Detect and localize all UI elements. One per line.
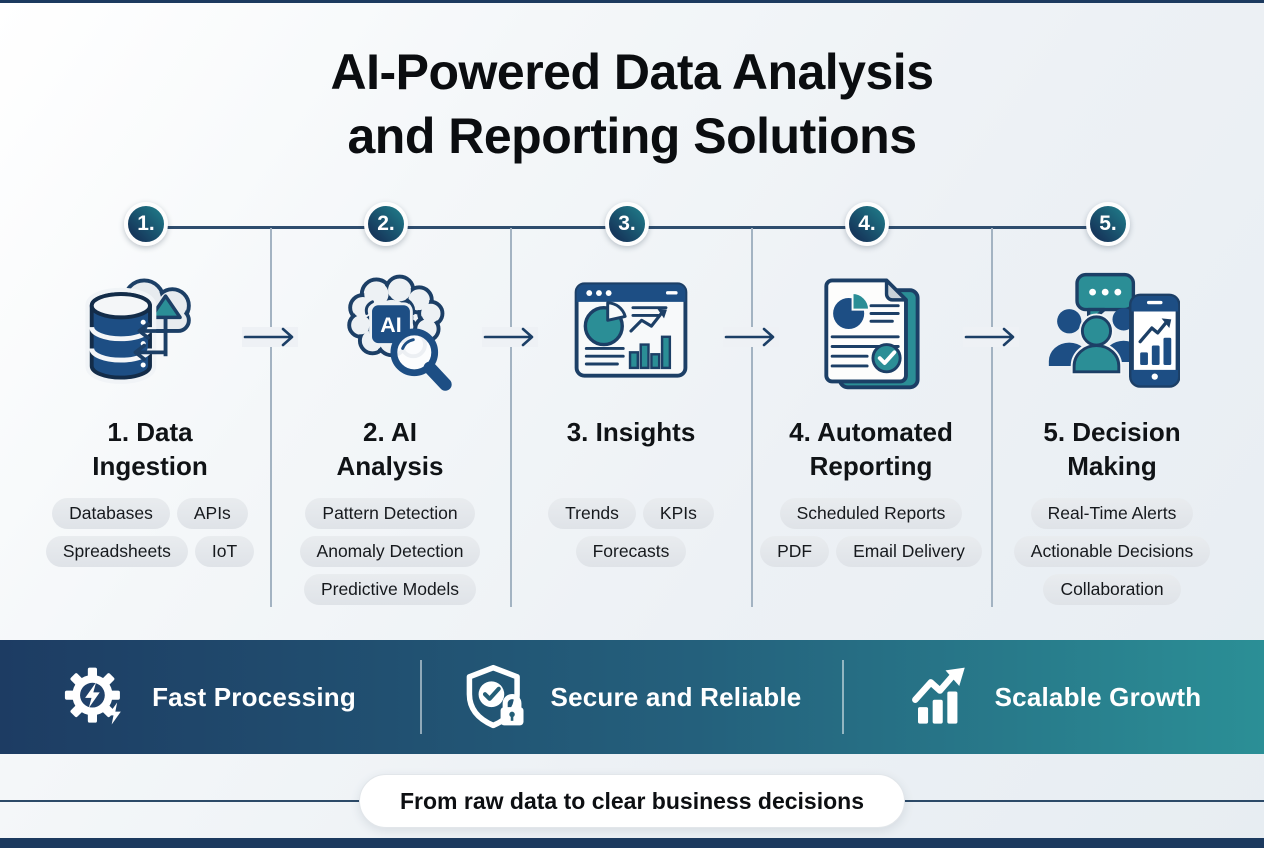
step-badge-4: 4. [845,202,889,246]
feature-secure-reliable: Secure and Reliable [422,664,842,730]
feature-banner: Fast Processing Secure and Reliable [0,640,1264,754]
tag-pill: Databases [52,498,170,529]
team-mobile-chart-icon [1044,262,1181,398]
page-title-line1: AI-Powered Data Analysis [330,44,934,100]
step-heading-2-line1: 2. AI [363,417,417,447]
column-divider [510,228,512,607]
step-badge-5-number: 5. [1099,212,1117,235]
flow-arrow-icon [482,327,538,347]
tag-pill: Real-Time Alerts [1030,498,1194,529]
step-tags-1: Databases APIs Spreadsheets IoT [30,498,270,567]
banner-divider [842,660,844,734]
tag-pill: Email Delivery [836,536,982,567]
flow-arrow-icon [242,327,298,347]
tag-pill: Trends [548,498,636,529]
step-tags-5: Real-Time Alerts Actionable Decisions Co… [992,498,1232,605]
step-tags-3: Trends KPIs Forecasts [511,498,751,567]
bottom-edge-strip [0,838,1264,848]
feature-label: Fast Processing [152,681,356,712]
tag-pill: Actionable Decisions [1013,536,1211,567]
column-divider [991,228,993,607]
step-badge-2: 2. [364,202,408,246]
tag-pill: Spreadsheets [45,536,188,567]
tagline-pill: From raw data to clear business decision… [359,774,905,828]
tag-pill: Anomaly Detection [299,536,481,567]
tagline-text: From raw data to clear business decision… [400,787,864,814]
gear-lightning-icon [64,667,121,725]
step-tags-2: Pattern Detection Anomaly Detection Pred… [270,498,510,605]
feature-scalable-growth: Scalable Growth [844,664,1264,730]
growth-bars-arrow-icon [911,667,965,724]
step-badge-1-number: 1. [137,212,155,235]
step-badge-2-number: 2. [377,212,395,235]
step-tags-4: Scheduled Reports PDF Email Delivery [751,498,991,567]
feature-label: Scalable Growth [994,681,1202,712]
step-badge-4-number: 4. [858,212,876,235]
step-heading-5-line1: 5. Decision [1043,417,1181,447]
step-heading-2: 2. AI Analysis [270,415,510,483]
tag-pill: Collaboration [1043,574,1181,605]
step-heading-5: 5. Decision Making [992,415,1232,483]
step-badge-3: 3. [605,202,649,246]
step-heading-1: 1. Data Ingestion [30,415,270,483]
step-heading-4: 4. Automated Reporting [751,415,991,483]
tag-pill: KPIs [642,498,714,529]
step-heading-4-line1: 4. Automated [789,417,953,447]
step-heading-1-line2: Ingestion [92,451,208,481]
tag-pill: PDF [760,536,830,567]
step-heading-1-line1: 1. Data [107,417,193,447]
ai-chip-label: AI [380,313,401,337]
banner-divider [420,660,422,734]
ai-brain-magnifier-icon: AI [322,262,458,398]
step-badge-1: 1. [124,202,168,246]
step-heading-2-line2: Analysis [336,451,444,481]
feature-fast-processing: Fast Processing [0,664,420,730]
database-cloud-icon [82,262,218,398]
step-badge-5: 5. [1086,202,1130,246]
report-document-icon [803,262,939,398]
tag-pill: APIs [176,498,248,529]
page-title-line2: and Reporting Solutions [347,108,917,164]
shield-check-lock-icon [466,664,524,729]
tag-pill: Pattern Detection [305,498,475,529]
page-title: AI-Powered Data Analysis and Reporting S… [0,40,1264,168]
flow-arrow-icon [723,327,779,347]
tag-pill: Predictive Models [303,574,477,605]
column-divider [751,228,753,607]
analytics-dashboard-icon [563,262,699,398]
step-heading-4-line2: Reporting [809,451,933,481]
tag-pill: Forecasts [575,536,687,567]
tag-pill: Scheduled Reports [779,498,963,529]
column-divider [270,228,272,607]
top-edge-strip [0,0,1264,3]
step-heading-3-line1: 3. Insights [566,417,696,447]
tag-pill: IoT [194,536,255,567]
step-heading-5-line2: Making [1067,451,1157,481]
step-heading-3: 3. Insights [511,415,751,449]
feature-label: Secure and Reliable [550,681,802,712]
flow-arrow-icon [963,327,1019,347]
step-badge-3-number: 3. [618,212,636,235]
